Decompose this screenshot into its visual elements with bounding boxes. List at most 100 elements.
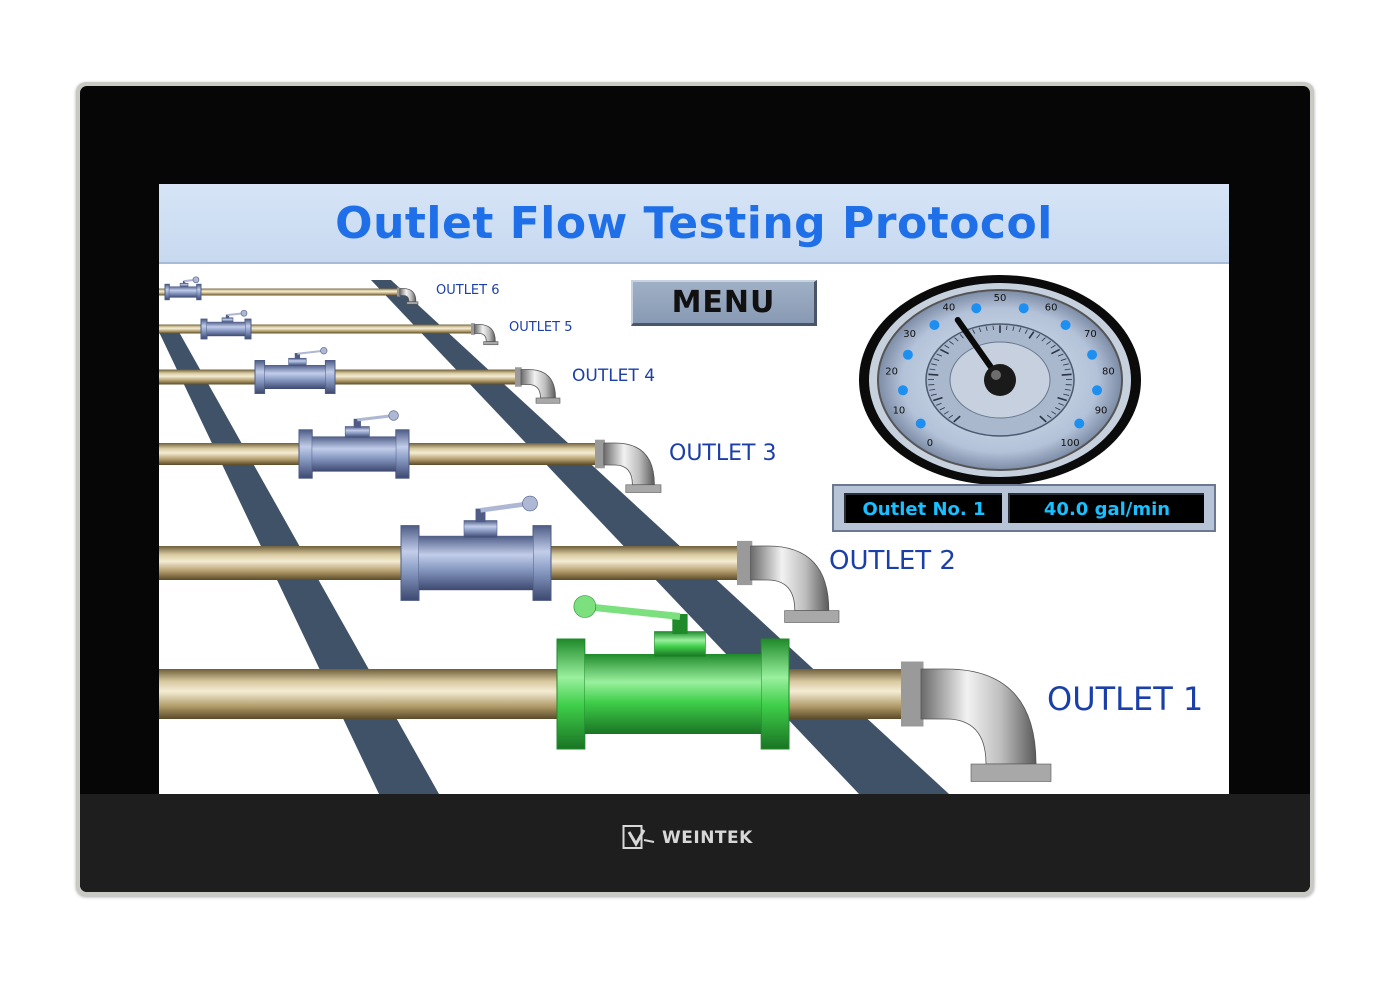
gauge-tick [948, 414, 954, 419]
gauge-tick [959, 334, 964, 339]
outlet-number-display: Outlet No. 1 [844, 493, 1002, 523]
valve-closed[interactable] [298, 410, 410, 479]
gauge-tick [1028, 331, 1035, 339]
elbow-fitting [515, 367, 561, 404]
outlet-number-text: Outlet No. 1 [862, 498, 986, 520]
gauge-dot [971, 303, 982, 314]
gauge-dot [1018, 303, 1029, 314]
page-title: Outlet Flow Testing Protocol [335, 197, 1053, 249]
gauge-tick [1057, 396, 1067, 402]
pipe-line-outlet-2 [159, 495, 840, 623]
valve-closed[interactable] [200, 309, 252, 340]
gauge-tick [939, 407, 945, 411]
gauge-dot [1060, 320, 1071, 331]
elbow-fitting [901, 661, 1052, 782]
elbow-fitting [595, 439, 662, 493]
gauge-dot [1092, 385, 1103, 396]
menu-button-label: MENU [671, 285, 776, 320]
pipe-line-outlet-5 [159, 309, 499, 346]
gauge-scale-label: 90 [1095, 406, 1108, 417]
gauge-tick [1041, 337, 1046, 342]
weintek-logo-icon [622, 825, 655, 849]
gauge-tick [944, 344, 950, 349]
outlet-5-label: OUTLET 5 [509, 320, 573, 335]
gauge-tick [1051, 411, 1057, 415]
pipe-line-outlet-6 [159, 276, 419, 305]
gauge-tick [929, 389, 936, 391]
valve-open[interactable] [556, 595, 790, 750]
pipe [159, 369, 515, 385]
pipe-line-outlet-4 [159, 347, 561, 404]
gauge-tick [1039, 415, 1047, 423]
gauge-scale-label: 80 [1102, 366, 1115, 377]
gauge-tick [930, 393, 937, 396]
gauge-tick [936, 402, 942, 406]
gauge-tick [1051, 348, 1061, 355]
gauge-tick [1006, 325, 1008, 331]
outlet-2-label: OUTLET 2 [829, 546, 956, 576]
gauge-dot [897, 385, 908, 396]
gauge-scale-label: 20 [885, 366, 898, 377]
gauge-dot [915, 418, 926, 429]
gauge-tick [953, 415, 961, 423]
gauge-tick [1061, 373, 1072, 376]
gauge-tick [949, 340, 954, 345]
gauge-tick [1050, 344, 1056, 349]
elbow-fitting [397, 287, 419, 305]
title-bar: Outlet Flow Testing Protocol [159, 184, 1229, 264]
outlet-4-label: OUTLET 4 [572, 366, 656, 386]
gauge-tick [1012, 326, 1015, 331]
gauge-tick [1063, 393, 1070, 396]
gauge-dot [929, 320, 940, 331]
gauge-tick [1046, 340, 1051, 345]
brand-name: WEINTEK [662, 828, 753, 848]
gauge-tick [992, 325, 994, 331]
pipe [159, 324, 471, 334]
gauge-dot [1087, 349, 1098, 360]
brand-logo: WEINTEK [622, 824, 753, 852]
gauge-scale-label: 100 [1061, 438, 1080, 449]
gauge-scale-label: 50 [994, 293, 1007, 304]
valve-closed[interactable] [254, 347, 336, 394]
gauge-tick [939, 348, 949, 355]
pipe-line-outlet-3 [159, 410, 662, 493]
gauge-tick [936, 353, 943, 357]
gauge-tick [929, 368, 936, 371]
valve-closed[interactable] [164, 276, 202, 301]
gauge-dot [1074, 418, 1085, 429]
elbow-fitting [737, 540, 840, 623]
gauge-scale-label: 30 [903, 329, 916, 340]
pipe [159, 669, 901, 719]
gauge-tick [1060, 358, 1067, 361]
gauge-tick [978, 327, 982, 333]
gauge-tick [1018, 327, 1022, 333]
flow-readout-panel: Outlet No. 1 40.0 gal/min [832, 484, 1216, 532]
gauge-tick [1024, 329, 1028, 334]
gauge-tick [943, 411, 949, 415]
gauge-tick [954, 337, 959, 342]
bezel-bottom-strip [80, 794, 1310, 892]
menu-button[interactable]: MENU [631, 280, 817, 326]
gauge-tick [1036, 334, 1041, 339]
gauge-tick [1062, 363, 1069, 366]
gauge-scale-label: 40 [942, 303, 955, 314]
valve-closed[interactable] [400, 495, 552, 601]
gauge-scale-label: 60 [1045, 303, 1058, 314]
flow-rate-text: 40.0 gal/min [1043, 498, 1171, 520]
outlet-1-label: OUTLET 1 [1047, 680, 1204, 718]
flow-rate-display: 40.0 gal/min [1008, 493, 1204, 523]
gauge-tick [1055, 407, 1061, 411]
outlet-3-label: OUTLET 3 [669, 441, 777, 466]
gauge-tick [985, 326, 988, 331]
gauge-tick [933, 396, 943, 402]
gauge-tick [933, 358, 940, 361]
gauge-tick [1064, 368, 1071, 371]
gauge-tick [1058, 402, 1064, 406]
gauge-tick [1064, 389, 1071, 391]
gauge-tick [928, 373, 939, 376]
gauge-dot [902, 349, 913, 360]
gauge-hub [984, 364, 1016, 396]
pipe [159, 288, 397, 296]
